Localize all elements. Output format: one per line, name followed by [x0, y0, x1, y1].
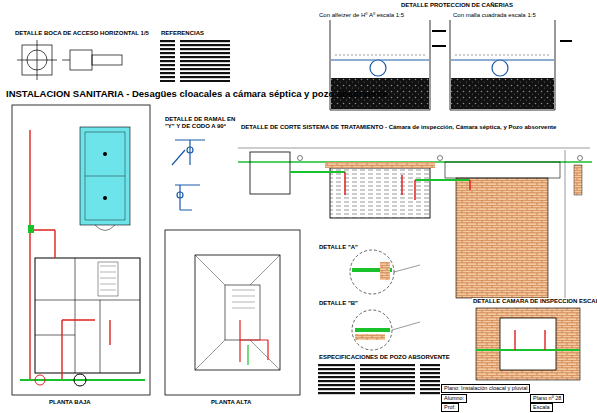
- cell-text: Prof:: [444, 404, 456, 410]
- title-block-cell: Escala: [530, 403, 553, 412]
- ramal-y: [172, 140, 205, 210]
- label: DETALLE PROTECCION DE CAÑERIAS: [400, 2, 514, 9]
- title-block-cell: Prof:: [441, 403, 459, 412]
- label: DETALLE "B": [318, 300, 359, 307]
- corte-sistema: [238, 148, 592, 300]
- label: ESPECIFICACIONES DE POZO ABSORVENTE: [318, 354, 451, 361]
- title: INSTALACION SANITARIA - Desagües cloacal…: [6, 88, 388, 99]
- label: DETALLE BOCA DE ACCESO HORIZONTAL 1/5: [14, 30, 150, 37]
- label: Con malla cuadrada escala 1:5: [452, 12, 537, 19]
- label: DETALLE DE CORTE SISTEMA DE TRATAMIENTO …: [240, 124, 557, 131]
- boca-acceso: [17, 40, 122, 80]
- label: PLANTA ALTA: [210, 399, 252, 406]
- label: PLANTA BAJA: [48, 399, 92, 406]
- camara-inspeccion: [476, 308, 580, 380]
- title-block-cell: Plano: Instalación cloacal y pluvial: [441, 384, 530, 393]
- planta-baja: [12, 105, 150, 395]
- title-block-cell: Plano nº 28: [530, 394, 564, 403]
- referencias-text: [160, 40, 230, 82]
- label: DETALLE CAMARA DE INSPECCION ESCALA 1:20: [472, 298, 597, 305]
- label: Con alfeizer de Hº Aº escala 1:5: [318, 12, 405, 19]
- especificaciones-text: [318, 364, 440, 396]
- cell-text: Alumno:: [444, 395, 464, 401]
- detalles-a-b: [350, 250, 420, 350]
- title-block-cell: Alumno:: [441, 394, 467, 403]
- planta-alta: [165, 230, 300, 395]
- cell-text: Plano: Instalación cloacal y pluvial: [444, 385, 527, 391]
- cell-text: Escala: [533, 404, 550, 410]
- label: REFERENCIAS: [160, 30, 205, 37]
- label: DETALLE DE RAMAL EN "Y" Y DE CODO A 90º: [164, 116, 238, 130]
- cell-text: Plano nº 28: [533, 395, 561, 401]
- label: DETALLE "A": [318, 244, 359, 251]
